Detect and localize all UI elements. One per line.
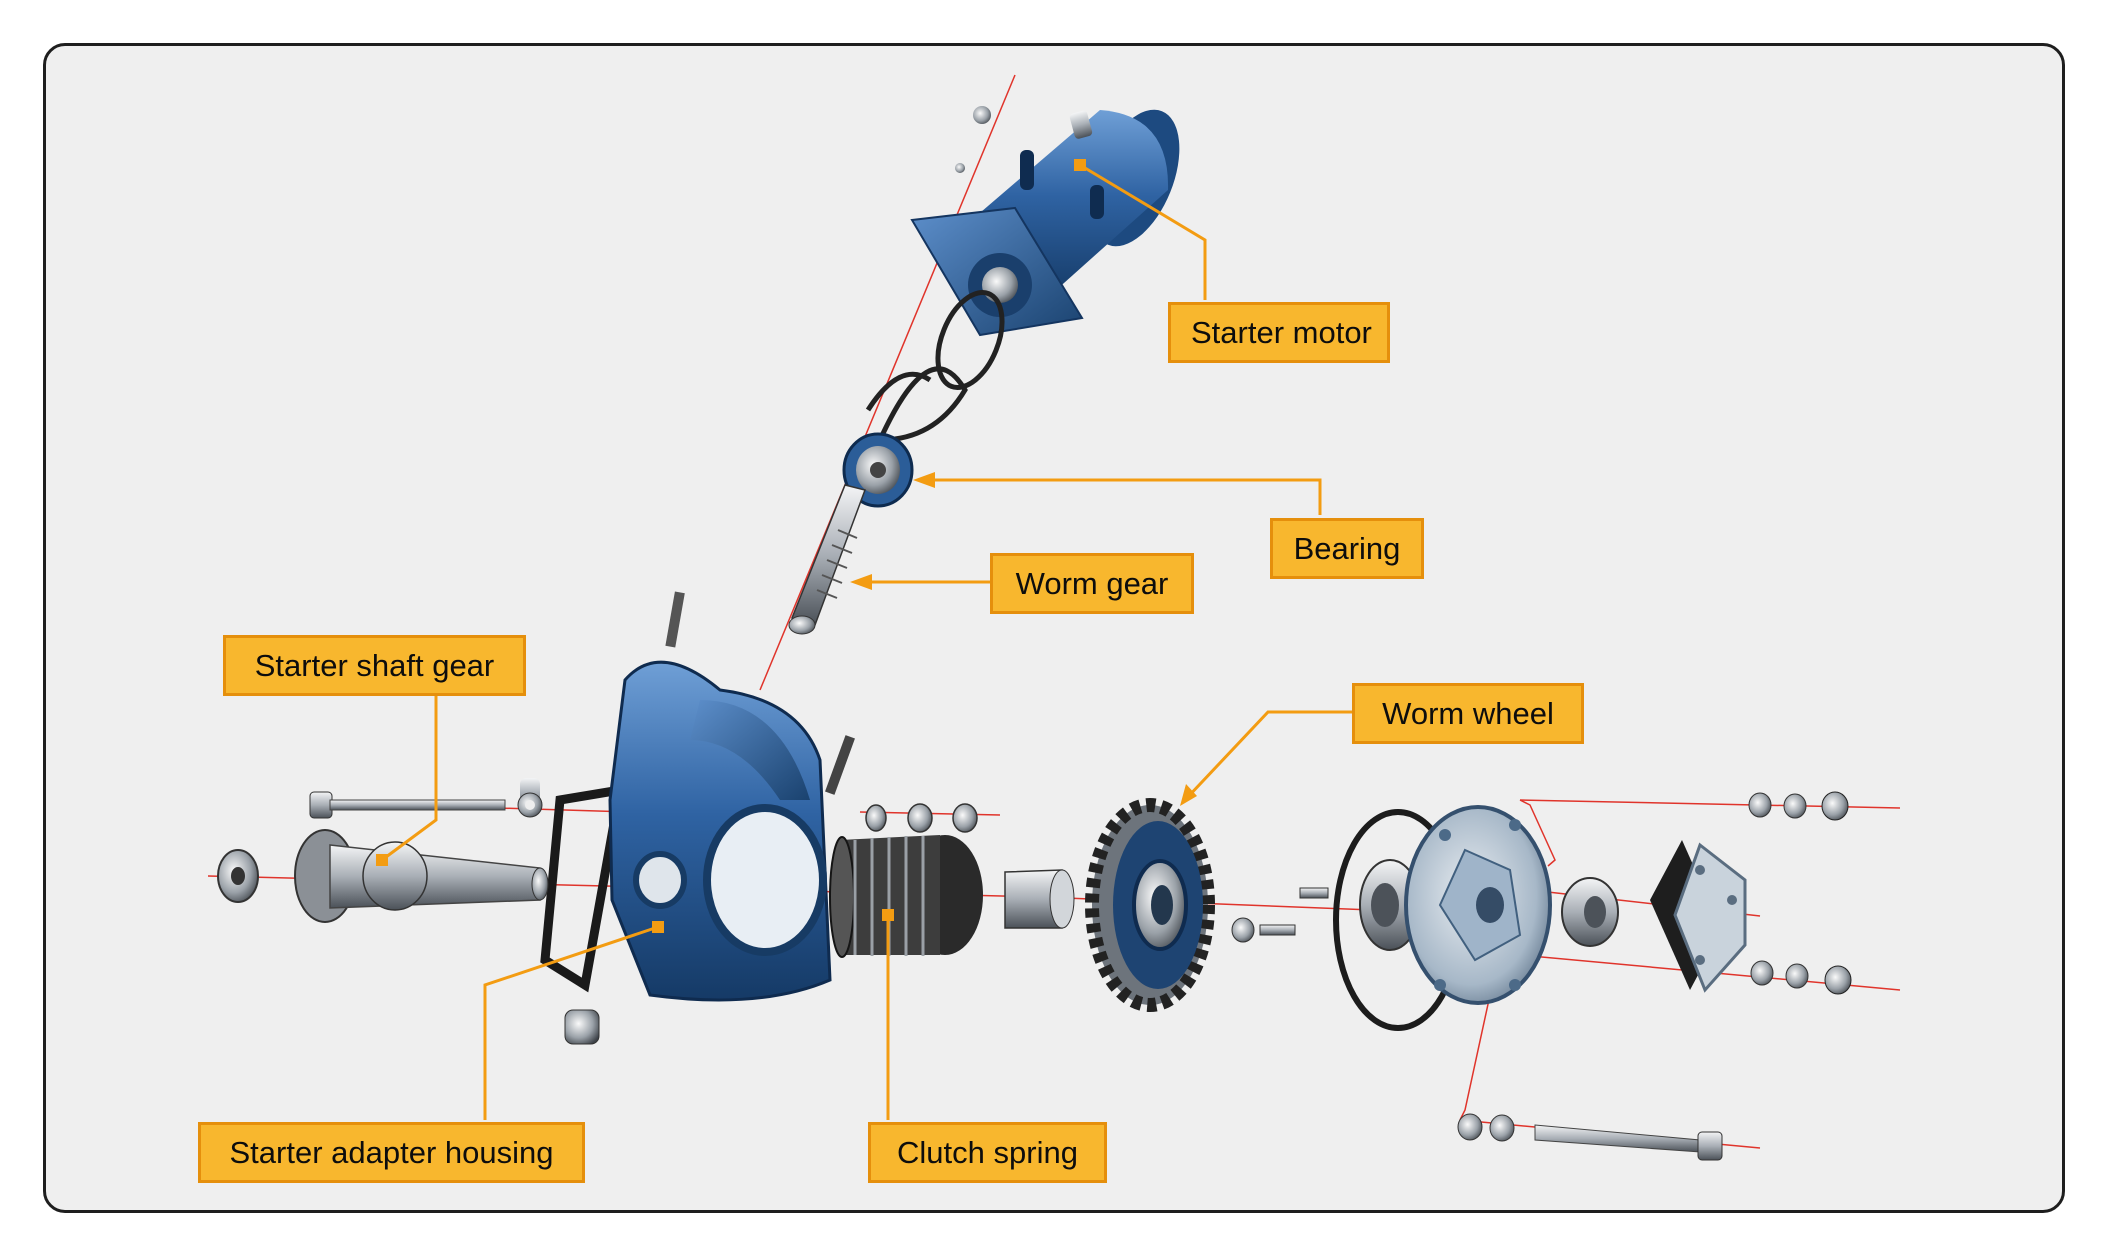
cover-plate-icon [1404, 805, 1552, 1005]
washer-nut-set-lower [1750, 960, 1852, 995]
clutch-spring-label: Clutch spring [868, 1122, 1107, 1183]
worm-wheel-label: Worm wheel [1352, 683, 1584, 744]
snap-ring-icon [865, 289, 1005, 443]
callout-leader-lines [381, 163, 1352, 1120]
washer-nut-set-upper [1748, 791, 1849, 821]
starter-motor-icon [910, 106, 1180, 337]
starter-motor-label: Starter motor [1168, 302, 1390, 363]
clutch-sleeve-icon [1004, 869, 1075, 929]
bearing-icon [842, 432, 914, 508]
spacer-icon [1561, 877, 1619, 947]
worm-gear-icon [665, 484, 866, 648]
worm-gear-label: Worm gear [990, 553, 1194, 614]
bottom-bolt-icon [1457, 1113, 1723, 1161]
housing-icon [520, 660, 855, 1045]
bearing-label: Bearing [1270, 518, 1424, 579]
starter-adapter-housing-label: Starter adapter housing [198, 1122, 585, 1183]
worm-wheel-icon [1085, 798, 1215, 1012]
starter-shaft-gear-icon [217, 829, 549, 923]
clutch-spring-icon [829, 835, 983, 958]
leader-line-endpoints [376, 159, 1197, 933]
diamond-plate-icon [1650, 840, 1747, 993]
stud-icon [1231, 887, 1329, 943]
starter-shaft-gear-label: Starter shaft gear [223, 635, 526, 696]
bolt-icon [309, 791, 543, 819]
nut-icon [865, 803, 978, 833]
